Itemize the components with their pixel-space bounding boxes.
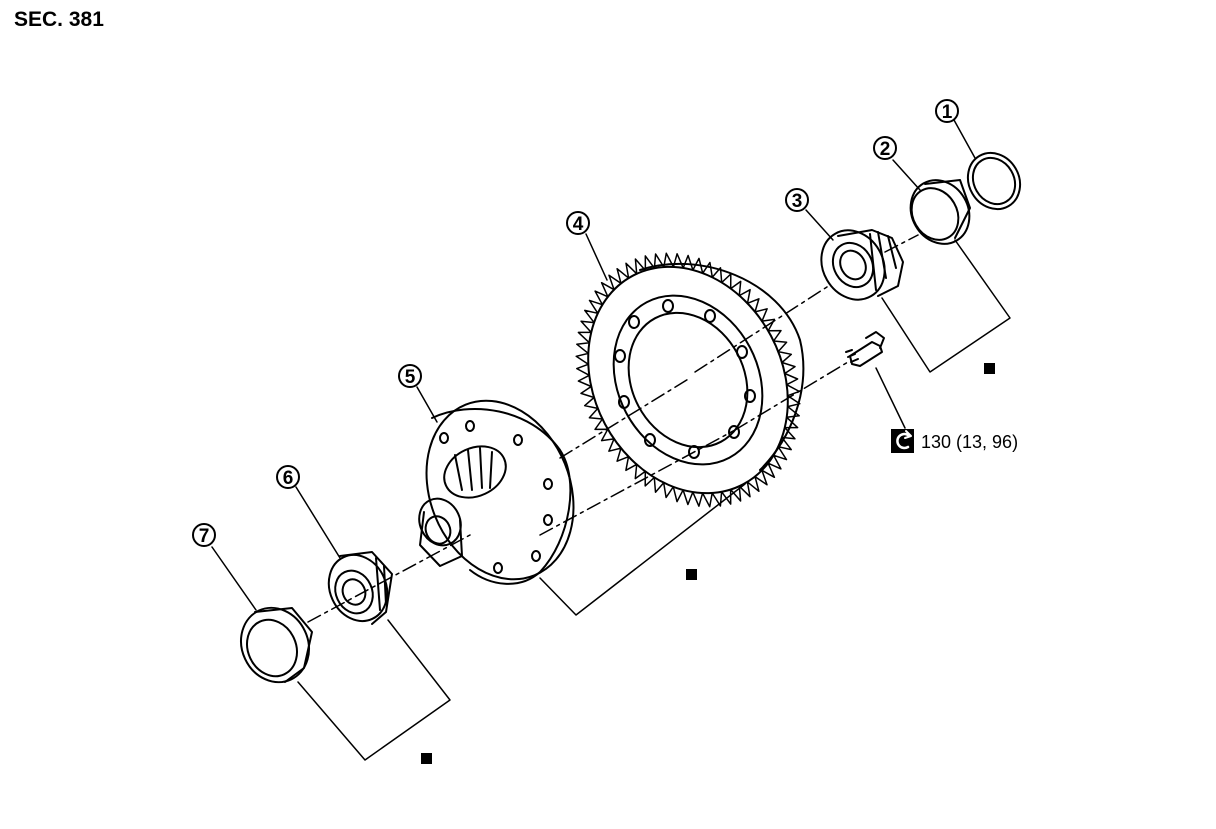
center-lines (307, 234, 919, 623)
ring-gear-bolt-holes (614, 299, 756, 459)
black-square-marker (984, 363, 995, 374)
callout-6-number: 6 (283, 468, 294, 489)
callout-4: 4 (566, 211, 590, 235)
callout-5-number: 5 (405, 367, 416, 388)
part-6-side-bearing (327, 551, 393, 625)
part-7-outer-race (240, 606, 313, 684)
part-5-differential-case (418, 399, 575, 585)
callout-circles: 1 2 3 4 5 6 7 (192, 99, 959, 547)
callout-7-number: 7 (199, 526, 210, 547)
ring-gear-teeth-outline (575, 252, 801, 508)
part-4-ring-gear (575, 252, 805, 508)
ring-gear-bolt (845, 331, 885, 367)
torque-value: 130 (13, 96) (921, 432, 1018, 452)
tightening-torque-icon (891, 429, 914, 453)
part-3-taper-bearing (820, 229, 904, 301)
selective-part-markers (421, 363, 995, 764)
callout-7: 7 (192, 523, 216, 547)
black-square-marker (686, 569, 697, 580)
black-square-marker (421, 753, 432, 764)
bearing-brackets (297, 239, 1011, 761)
callout-2: 2 (873, 136, 897, 160)
callout-2-number: 2 (880, 139, 891, 160)
case-bolt-holes (439, 420, 553, 574)
callout-3: 3 (785, 188, 809, 212)
callout-6: 6 (276, 465, 300, 489)
callout-5: 5 (398, 364, 422, 388)
callout-1: 1 (935, 99, 959, 123)
section-label: SEC. 381 (14, 8, 104, 31)
part-2-outer-race (909, 179, 971, 245)
torque-spec: 130 (13, 96) (891, 429, 1018, 453)
ring-gear-teeth (575, 252, 801, 508)
callout-1-number: 1 (942, 102, 953, 123)
part-1-snap-ring (966, 151, 1022, 211)
callout-3-number: 3 (792, 191, 803, 212)
callout-4-number: 4 (573, 214, 584, 235)
callout-leaders (211, 119, 976, 611)
